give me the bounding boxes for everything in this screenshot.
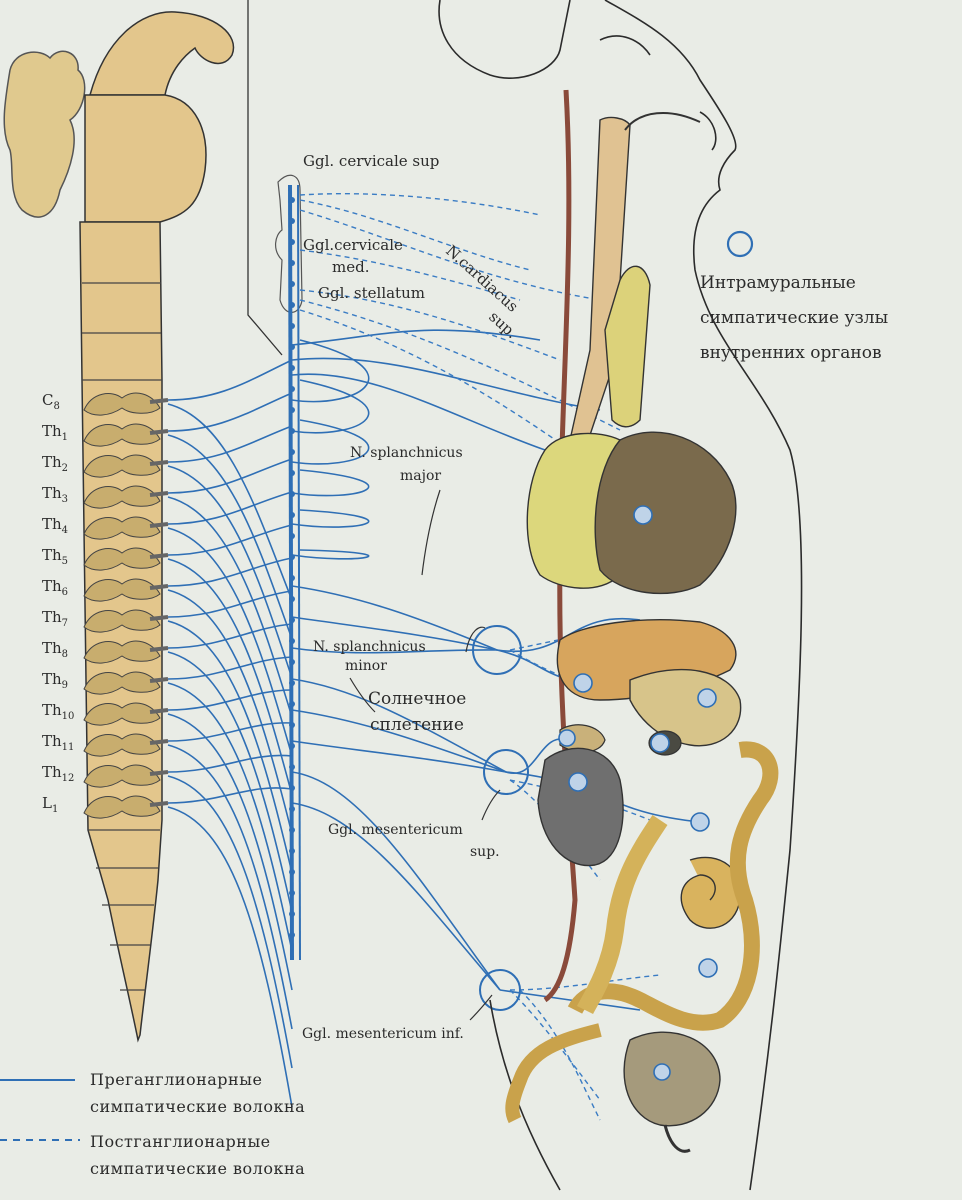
- label-n-splanchnicus-major-1: N. splanchnicus: [350, 445, 463, 461]
- label-ggl-mesentericum-inf: Ggl. mesentericum inf.: [302, 1026, 464, 1042]
- superior-mesenteric-ganglion: [483, 749, 529, 795]
- segment-label-th2: Th2: [42, 453, 68, 474]
- label-ggl-cervicale-med-1: Ggl.cervicale: [303, 236, 403, 254]
- organs: [505, 112, 779, 1153]
- grey-matter-rows: [83, 392, 169, 819]
- grey-matter-l1: [83, 795, 161, 819]
- grey-matter-th11: [83, 733, 161, 757]
- segment-label-th11: Th11: [42, 732, 74, 753]
- urethra: [663, 1124, 691, 1153]
- segment-label-th5: Th5: [42, 546, 68, 567]
- segment-label-th8: Th8: [42, 639, 68, 660]
- grey-matter-th12: [83, 764, 161, 788]
- segment-labels: C8Th1Th2Th3Th4Th5Th6Th7Th8Th9Th10Th11Th1…: [42, 391, 74, 815]
- segment-label-th12: Th12: [42, 763, 74, 784]
- segment-label-th1: Th1: [42, 422, 68, 443]
- salivary-tube: [624, 112, 701, 131]
- legend-pre-2: симпатические волокна: [90, 1097, 305, 1116]
- segment-label-l1: L1: [42, 794, 58, 815]
- label-plexus-2: сплетение: [370, 715, 464, 735]
- segment-label-th6: Th6: [42, 577, 68, 598]
- legend-pre-1: Преганглионарные: [90, 1070, 262, 1089]
- segment-label-th4: Th4: [42, 515, 68, 536]
- legend: Преганглионарные симпатические волокна П…: [0, 1070, 305, 1178]
- bladder: [623, 1031, 721, 1127]
- grey-matter-th2: [83, 454, 161, 478]
- label-n-cardiacus-1: N.cardiacus: [442, 242, 521, 316]
- stomach: [629, 668, 742, 747]
- label-ggl-cervicale-med-2: med.: [332, 258, 369, 276]
- grey-matter-th5: [83, 547, 161, 571]
- brainstem-curl: [89, 11, 235, 96]
- legend-post-2: симпатические волокна: [90, 1159, 305, 1178]
- grey-matter-th6: [83, 578, 161, 602]
- trachea: [604, 265, 651, 428]
- label-n-splanchnicus-minor-2: minor: [345, 658, 387, 674]
- legend-post-1: Постганглионарные: [90, 1132, 271, 1151]
- grey-matter-th4: [83, 516, 161, 540]
- label-ggl-cervicale-sup: Ggl. cervicale sup: [303, 152, 439, 170]
- rectum: [505, 1023, 602, 1124]
- grey-matter-th10: [83, 702, 161, 726]
- grey-matter-th8: [83, 640, 161, 664]
- label-intramural-3: внутренних органов: [700, 343, 882, 363]
- label-plexus-1: Солнечное: [368, 689, 466, 709]
- descending-colon: [576, 815, 668, 1015]
- prevertebral-ganglia: [472, 625, 529, 1011]
- grey-matter-th1: [83, 423, 161, 447]
- label-n-splanchnicus-minor-1: N. splanchnicus: [313, 639, 426, 655]
- label-ggl-stellatum: Ggl. stellatum: [318, 284, 425, 302]
- cerebellum-shape: [3, 50, 86, 218]
- intramural-ganglion-legend-icon: [726, 230, 754, 258]
- segment-label-c8: C8: [42, 391, 60, 412]
- grey-matter-th7: [83, 609, 161, 633]
- heart: [594, 431, 737, 595]
- spinal-cord: [3, 11, 235, 1043]
- celiac-plexus-ganglion: [472, 625, 522, 675]
- segment-label-th9: Th9: [42, 670, 68, 691]
- inferior-mesenteric-ganglion: [479, 969, 521, 1011]
- grey-matter-th9: [83, 671, 161, 695]
- segment-label-th3: Th3: [42, 484, 68, 505]
- kidney: [537, 747, 624, 867]
- grey-matter-th3: [83, 485, 161, 509]
- label-intramural-2: симпатические узлы: [700, 308, 888, 328]
- grey-matter-c8: [83, 392, 161, 416]
- segment-label-th7: Th7: [42, 608, 68, 629]
- medulla-shape: [84, 94, 207, 223]
- label-ggl-mesentericum-sup-1: Ggl. mesentericum: [328, 822, 463, 838]
- label-n-splanchnicus-major-2: major: [400, 468, 441, 484]
- intramural-ganglia: [558, 505, 718, 1081]
- label-ggl-mesentericum-sup-2: sup.: [470, 844, 500, 860]
- preganglionic-fibers: [167, 329, 701, 1108]
- colon: [567, 741, 779, 1031]
- segment-label-th10: Th10: [42, 701, 74, 722]
- label-intramural-1: Интрамуральные: [700, 273, 856, 293]
